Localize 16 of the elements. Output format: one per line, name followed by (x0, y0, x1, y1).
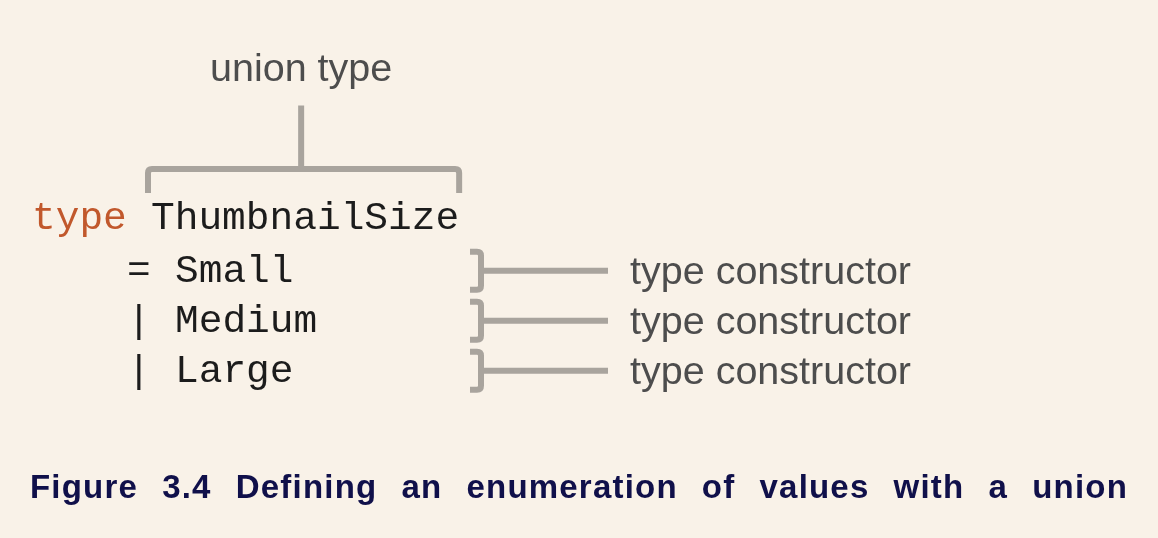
code-identifier: Large (175, 352, 294, 392)
code-keyword: type (32, 199, 127, 239)
leader-bracket (467, 248, 611, 293)
annotation-text: type constructor (630, 301, 911, 341)
leader-bracket (467, 298, 611, 343)
code-identifier: ThumbnailSize (151, 199, 460, 239)
code-identifier: Small (175, 252, 294, 292)
code-operator: | (127, 352, 151, 392)
code-operator: = (127, 252, 151, 292)
annotation-text: type constructor (630, 251, 911, 291)
annotation-text: type constructor (630, 351, 911, 391)
annotation-text: union type (210, 48, 393, 88)
leader-bracket (467, 348, 611, 393)
code-operator: | (127, 302, 151, 342)
figure-caption: Figure 3.4 Defining an enumeration of values with a union (30, 470, 1128, 503)
code-identifier: Medium (175, 302, 318, 342)
